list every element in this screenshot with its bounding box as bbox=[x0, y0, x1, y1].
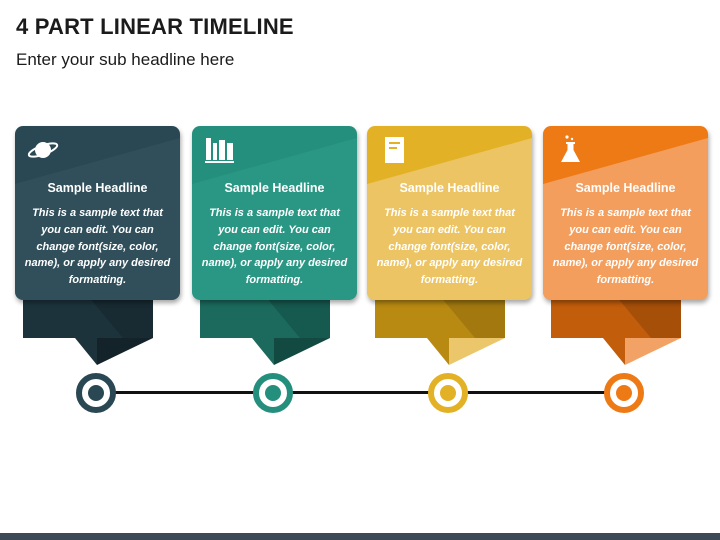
step-2-text: This is a sample text that you can edit.… bbox=[201, 207, 348, 287]
flask-icon bbox=[561, 135, 580, 162]
step-3-card: Sample Headline This is a sample text th… bbox=[367, 126, 532, 300]
timeline-line bbox=[96, 391, 624, 394]
step-2-tail bbox=[200, 290, 330, 370]
step-3-text: This is a sample text that you can edit.… bbox=[376, 207, 523, 287]
step-1-tail bbox=[23, 290, 153, 370]
step-2-node bbox=[253, 373, 293, 413]
books-icon bbox=[205, 138, 234, 163]
step-3-headline: Sample Headline bbox=[399, 181, 500, 195]
step-1-headline: Sample Headline bbox=[47, 181, 148, 195]
step-4-text: This is a sample text that you can edit.… bbox=[552, 207, 699, 287]
footer-bar bbox=[0, 533, 720, 540]
page-title: 4 PART LINEAR TIMELINE bbox=[16, 14, 294, 39]
planet-icon bbox=[27, 142, 59, 158]
step-3-tail bbox=[375, 290, 505, 370]
step-4-tail bbox=[551, 290, 681, 370]
step-2-headline: Sample Headline bbox=[224, 181, 325, 195]
document-icon bbox=[385, 137, 404, 163]
step-4-card: Sample Headline This is a sample text th… bbox=[543, 126, 708, 300]
page-subtitle: Enter your sub headline here bbox=[16, 50, 235, 69]
step-4-node bbox=[604, 373, 644, 413]
step-1-card: Sample Headline This is a sample text th… bbox=[15, 126, 180, 300]
step-3-node bbox=[428, 373, 468, 413]
step-1-node bbox=[76, 373, 116, 413]
step-2-card: Sample Headline This is a sample text th… bbox=[192, 126, 357, 300]
step-1-text: This is a sample text that you can edit.… bbox=[24, 207, 171, 287]
step-4-headline: Sample Headline bbox=[575, 181, 676, 195]
